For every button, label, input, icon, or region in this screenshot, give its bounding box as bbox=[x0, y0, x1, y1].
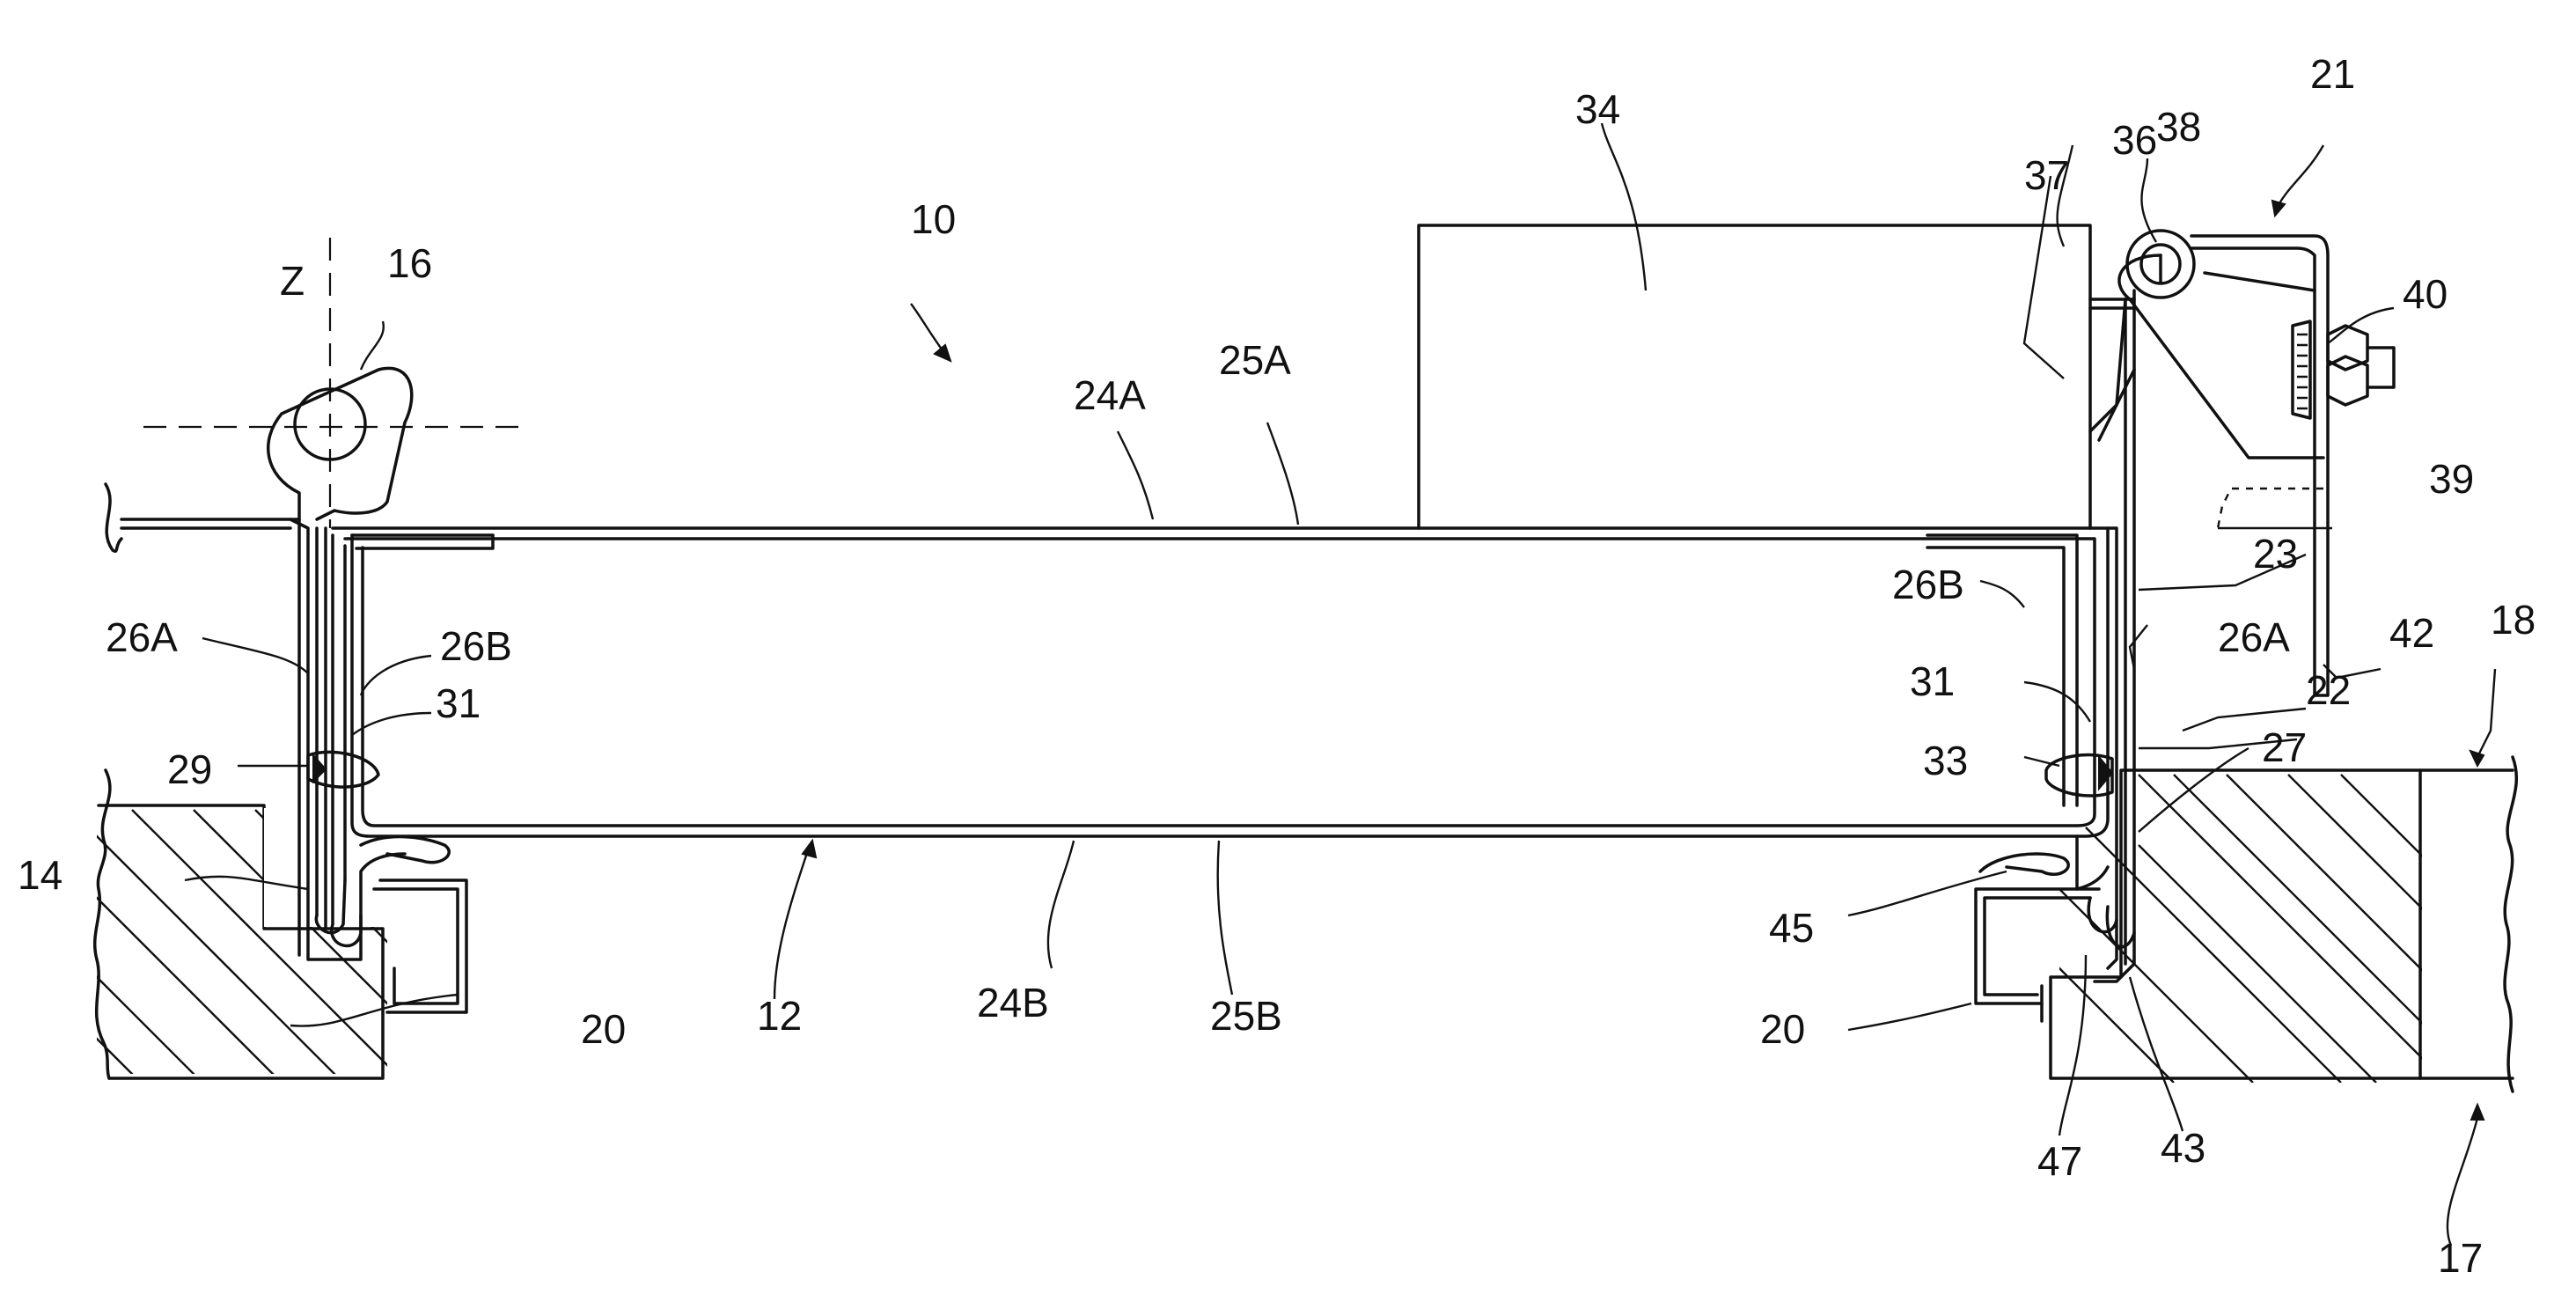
label-38: 38 bbox=[2156, 104, 2201, 150]
label-21: 21 bbox=[2310, 51, 2355, 97]
left-fastener-29 bbox=[308, 752, 378, 787]
label-22: 22 bbox=[2306, 667, 2351, 713]
label-42: 42 bbox=[2389, 610, 2434, 656]
label-16: 16 bbox=[387, 240, 432, 286]
axis-z-centerlines bbox=[143, 238, 528, 528]
label-24B: 24B bbox=[977, 980, 1049, 1025]
right-wall-section bbox=[2051, 757, 2576, 1092]
label-10: 10 bbox=[911, 196, 956, 242]
label-37: 37 bbox=[2024, 152, 2069, 198]
label-40: 40 bbox=[2403, 271, 2448, 317]
label-29: 29 bbox=[167, 746, 212, 792]
label-31-left: 31 bbox=[436, 680, 481, 726]
label-26A-right: 26A bbox=[2218, 614, 2290, 660]
label-25A: 25A bbox=[1219, 337, 1291, 383]
label-47: 47 bbox=[2037, 1138, 2082, 1184]
label-34: 34 bbox=[1575, 86, 1620, 132]
label-23: 23 bbox=[2253, 531, 2298, 577]
actuator-box-34 bbox=[1419, 225, 2090, 528]
label-12: 12 bbox=[757, 993, 802, 1039]
door-panel bbox=[333, 528, 2108, 836]
label-39: 39 bbox=[2429, 456, 2474, 502]
label-20-left: 20 bbox=[581, 1006, 626, 1052]
label-36: 36 bbox=[2112, 117, 2157, 163]
label-17: 17 bbox=[2438, 1235, 2483, 1281]
label-31-right: 31 bbox=[1910, 658, 1955, 704]
label-25B: 25B bbox=[1210, 993, 1282, 1039]
left-frame bbox=[106, 368, 493, 1012]
label-27: 27 bbox=[2262, 724, 2307, 770]
label-45: 45 bbox=[1769, 905, 1814, 951]
label-26B-left: 26B bbox=[440, 623, 512, 669]
label-24A: 24A bbox=[1074, 372, 1146, 418]
label-18: 18 bbox=[2491, 597, 2536, 643]
right-frame bbox=[1976, 290, 2134, 1021]
label-20-right: 20 bbox=[1760, 1006, 1805, 1052]
label-Z: Z bbox=[280, 258, 305, 304]
reference-labels: 10 12 14 16 17 18 20 20 21 22 23 24A 24B… bbox=[18, 51, 2536, 1281]
label-26A-left: 26A bbox=[106, 614, 178, 660]
label-43: 43 bbox=[2161, 1125, 2205, 1171]
label-33: 33 bbox=[1923, 738, 1968, 783]
label-14: 14 bbox=[18, 852, 62, 898]
label-26B-right: 26B bbox=[1892, 562, 1964, 607]
